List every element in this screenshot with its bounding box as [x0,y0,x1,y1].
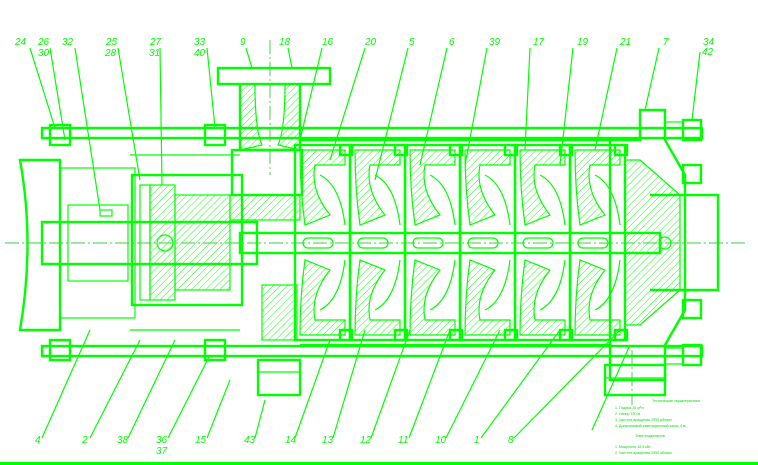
part-label: 10 [435,435,447,446]
shaft-key [412,237,444,249]
part-label: 36 [156,435,168,446]
impeller-upper [519,149,566,226]
bottom-part-labels: 4 2 38 36 37 15 43 14 13 12 11 10 1 8 [35,435,514,457]
suction-nozzle [216,66,332,397]
note-line: 1. Подача 25 м³/ч [615,406,644,410]
part-label: 25 [105,37,118,48]
part-label: 1 [474,435,480,446]
part-label: 12 [360,435,372,446]
frame-bottom-line [0,462,758,465]
diffuser-channel [539,174,566,311]
shaft-key [467,237,499,249]
part-label: 40 [194,48,206,59]
diffuser-channel [429,174,456,311]
coupling [130,173,244,307]
diffuser-channel [319,174,346,311]
shaft-key [302,237,334,249]
leader-lines [29,47,701,439]
note-line: 2. Напор 150 м [615,412,641,416]
part-label: 18 [279,37,291,48]
part-label: 42 [702,47,714,58]
impeller-upper [409,149,456,226]
seal-ring [448,143,464,157]
impeller-lower [409,259,456,336]
seal-ring [393,328,409,342]
impeller-upper [299,149,346,226]
discharge-cover [603,108,720,397]
part-label: 21 [619,37,631,48]
seal-ring [338,328,354,342]
part-label: 31 [149,48,160,59]
part-label: 38 [117,435,129,446]
part-label: 30 [38,48,50,59]
seal-ring [613,143,629,157]
notes-heading-2: Электродвигатель [635,434,665,438]
note-line: 1. Мощность 18,5 кВт [615,445,651,449]
part-label: 17 [533,37,545,48]
impeller-lower [464,259,511,336]
notes-heading: Технические характеристики [652,399,700,403]
shaft-key [522,237,554,249]
diffuser-channel [374,174,401,311]
part-label: 11 [398,435,408,446]
part-label: 5 [409,37,415,48]
impeller-upper [464,149,511,226]
diffuser-channel [484,174,511,311]
part-label: 9 [240,37,246,48]
part-label: 28 [104,48,117,59]
shaft-key [357,237,389,249]
casing-outline [300,138,610,347]
part-label: 14 [285,435,297,446]
note-line: 2. Частота вращения 2950 об/мин [615,451,672,455]
part-label: 24 [14,37,27,48]
top-part-labels: 24 26 30 32 25 28 27 31 33 40 9 18 16 20… [14,37,715,59]
pump-stages [293,143,629,342]
seal-ring [338,143,354,157]
seal-ring [558,143,574,157]
part-label: 7 [663,37,669,48]
part-label: 6 [449,37,455,48]
shaft-key [577,237,609,249]
part-label: 43 [244,435,256,446]
impeller-lower [299,259,346,336]
part-label: 16 [322,37,334,48]
part-label: 37 [156,446,168,457]
seal-ring [448,328,464,342]
diffuser-channel [594,174,621,311]
part-label: 26 [37,37,50,48]
part-label: 15 [195,435,207,446]
part-label: 27 [149,37,162,48]
impeller-lower [354,259,401,336]
part-label: 20 [364,37,377,48]
part-label: 2 [81,435,88,446]
note-line: 4. Допускаемый кавитационный запас 4 м [615,424,686,428]
note-line: 3. Частота вращения 2950 об/мин [615,418,672,422]
part-label: 39 [489,37,501,48]
seal-ring [393,143,409,157]
part-label: 13 [322,435,334,446]
seal-ring [558,328,574,342]
impeller-upper [574,149,621,226]
impeller-lower [574,259,621,336]
part-label: 19 [577,37,589,48]
part-label: 34 [703,37,715,48]
impeller-upper [354,149,401,226]
part-label: 32 [62,37,74,48]
part-label: 33 [194,37,206,48]
impeller-lower [519,259,566,336]
part-label: 8 [508,435,514,446]
technical-notes: Технические характеристики 1. Подача 25 … [615,399,700,455]
seal-ring [503,143,519,157]
tie-rod-top [40,126,704,140]
part-label: 4 [35,435,41,446]
seal-ring [503,328,519,342]
